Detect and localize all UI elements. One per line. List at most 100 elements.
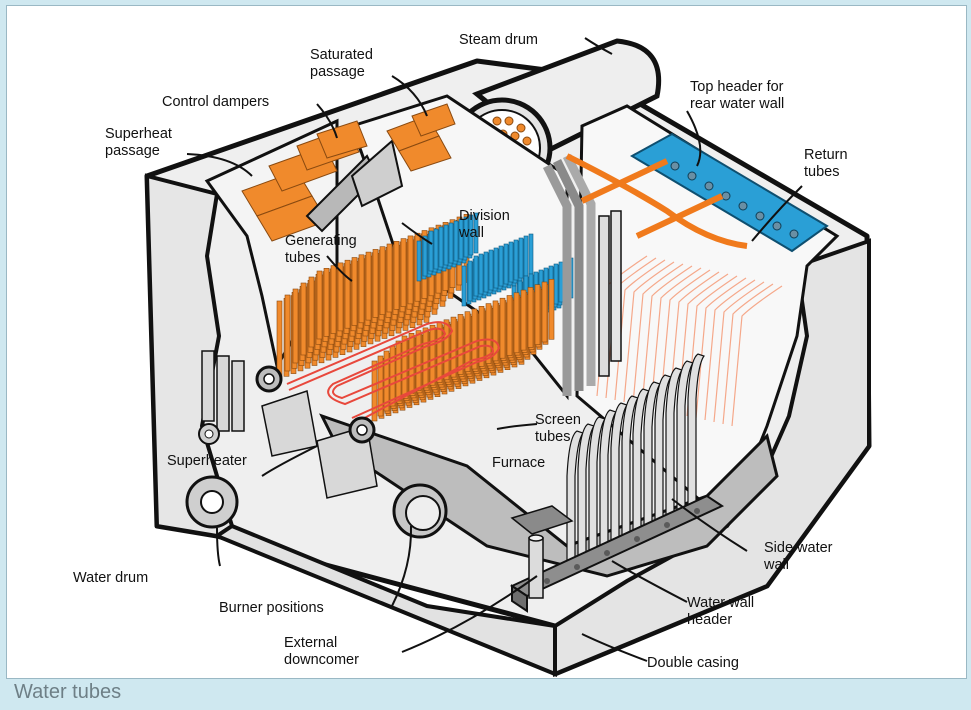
label-generating-tubes-1: Generating (285, 233, 357, 249)
superheater-coils (286, 321, 501, 423)
generating-tube (337, 262, 344, 332)
screen-tube (478, 305, 485, 367)
division-tube (478, 253, 484, 295)
label-top-header-2: rear water wall (690, 96, 784, 112)
label-return-tubes-2: tubes (804, 164, 839, 180)
generating-tube (372, 249, 379, 318)
label-saturated-passage-2: passage (310, 64, 365, 80)
screen-tube (422, 327, 429, 389)
division-tube (473, 212, 479, 254)
superheat-passage (241, 120, 368, 242)
label-steam-drum: Steam drum (459, 32, 538, 48)
division-tube (448, 222, 454, 264)
division-tube (558, 261, 564, 303)
division-tube (483, 251, 489, 293)
generating-tube (386, 243, 393, 313)
label-water-drum: Water drum (73, 570, 148, 586)
return-tube (677, 273, 729, 415)
return-tube (695, 277, 747, 419)
screen-tube (377, 355, 384, 417)
generating-tube (400, 238, 407, 307)
label-water-wall-header-2: header (687, 612, 732, 628)
division-tube (438, 226, 444, 268)
division-tube (528, 233, 534, 275)
label-division-wall-1: Division (459, 208, 510, 224)
generating-tube (344, 259, 351, 329)
return-tube (668, 271, 720, 413)
return-tube (713, 281, 765, 423)
casing-bottom-face (212, 523, 557, 677)
generating-tube (407, 235, 414, 305)
downcomer-pipes-left (201, 350, 378, 499)
division-tube (422, 235, 428, 277)
division-tube (458, 218, 464, 260)
generating-tube (379, 246, 386, 315)
screen-tube (429, 324, 436, 386)
generating-tube (284, 294, 291, 372)
division-tube (513, 239, 519, 281)
return-tube (632, 263, 684, 405)
return-tube (659, 269, 711, 411)
division-tube (461, 265, 467, 307)
label-screen-tubes-2: tubes (535, 429, 570, 445)
screen-tube (464, 311, 471, 373)
screen-tube (408, 332, 415, 394)
screen-tube (520, 289, 527, 351)
screen-tube (485, 303, 492, 364)
division-tube (443, 224, 449, 266)
screen-tube (450, 316, 457, 378)
screen-tube (492, 300, 499, 362)
division-tube (503, 243, 509, 285)
division-tube (518, 237, 524, 279)
generating-tube (393, 241, 400, 310)
division-tube (416, 240, 422, 282)
screen-tube (527, 287, 534, 348)
riser-pipes (542, 153, 622, 396)
boiler-cutaway-diagram: Steam drum Saturated passage Control dam… (73, 32, 872, 677)
top-header-holes (670, 161, 799, 239)
generating-tube (308, 276, 315, 348)
generating-tube (276, 300, 283, 380)
generating-tubes (276, 214, 470, 380)
slide-caption: Water tubes (14, 681, 122, 703)
generating-tube (300, 282, 307, 356)
return-bend-tube (565, 153, 748, 249)
return-tube (614, 259, 666, 401)
generating-tube (316, 270, 323, 340)
division-tube (488, 249, 494, 291)
label-double-casing: Double casing (647, 655, 739, 671)
division-tube (463, 216, 469, 258)
division-tube (467, 260, 473, 302)
diagram-frame: Steam drum Saturated passage Control dam… (6, 5, 967, 679)
screen-tube (395, 340, 402, 402)
label-furnace: Furnace (492, 455, 545, 471)
label-superheater: Superheater (167, 453, 247, 469)
diagram-labels: Steam drum Saturated passage Control dam… (73, 32, 848, 671)
water-wall-header-holes (544, 508, 700, 584)
screen-tube (443, 319, 450, 381)
division-tube (508, 241, 514, 283)
screen-tube (506, 295, 513, 356)
return-tube (623, 261, 675, 403)
label-external-downcomer-2: downcomer (284, 652, 359, 668)
label-saturated-passage-1: Saturated (310, 47, 373, 63)
label-water-wall-header-1: Water wall (687, 595, 754, 611)
label-top-header-1: Top header for (690, 79, 784, 95)
return-tube (641, 265, 693, 407)
screen-tube (415, 330, 422, 391)
screen-tube (541, 281, 548, 343)
division-tube (428, 230, 434, 272)
division-tube (523, 235, 529, 277)
division-tube (468, 214, 474, 256)
division-tube (433, 228, 439, 270)
division-tube (498, 245, 504, 287)
label-side-water-wall-1: Side water (764, 540, 833, 556)
screen-tube (548, 278, 555, 340)
casing-right-face (553, 238, 871, 677)
label-external-downcomer-1: External (284, 635, 337, 651)
label-control-dampers: Control dampers (162, 94, 269, 110)
generating-tube (358, 254, 365, 324)
side-water-tube (687, 353, 705, 512)
saturated-passage (386, 103, 456, 172)
division-tube (553, 263, 559, 305)
